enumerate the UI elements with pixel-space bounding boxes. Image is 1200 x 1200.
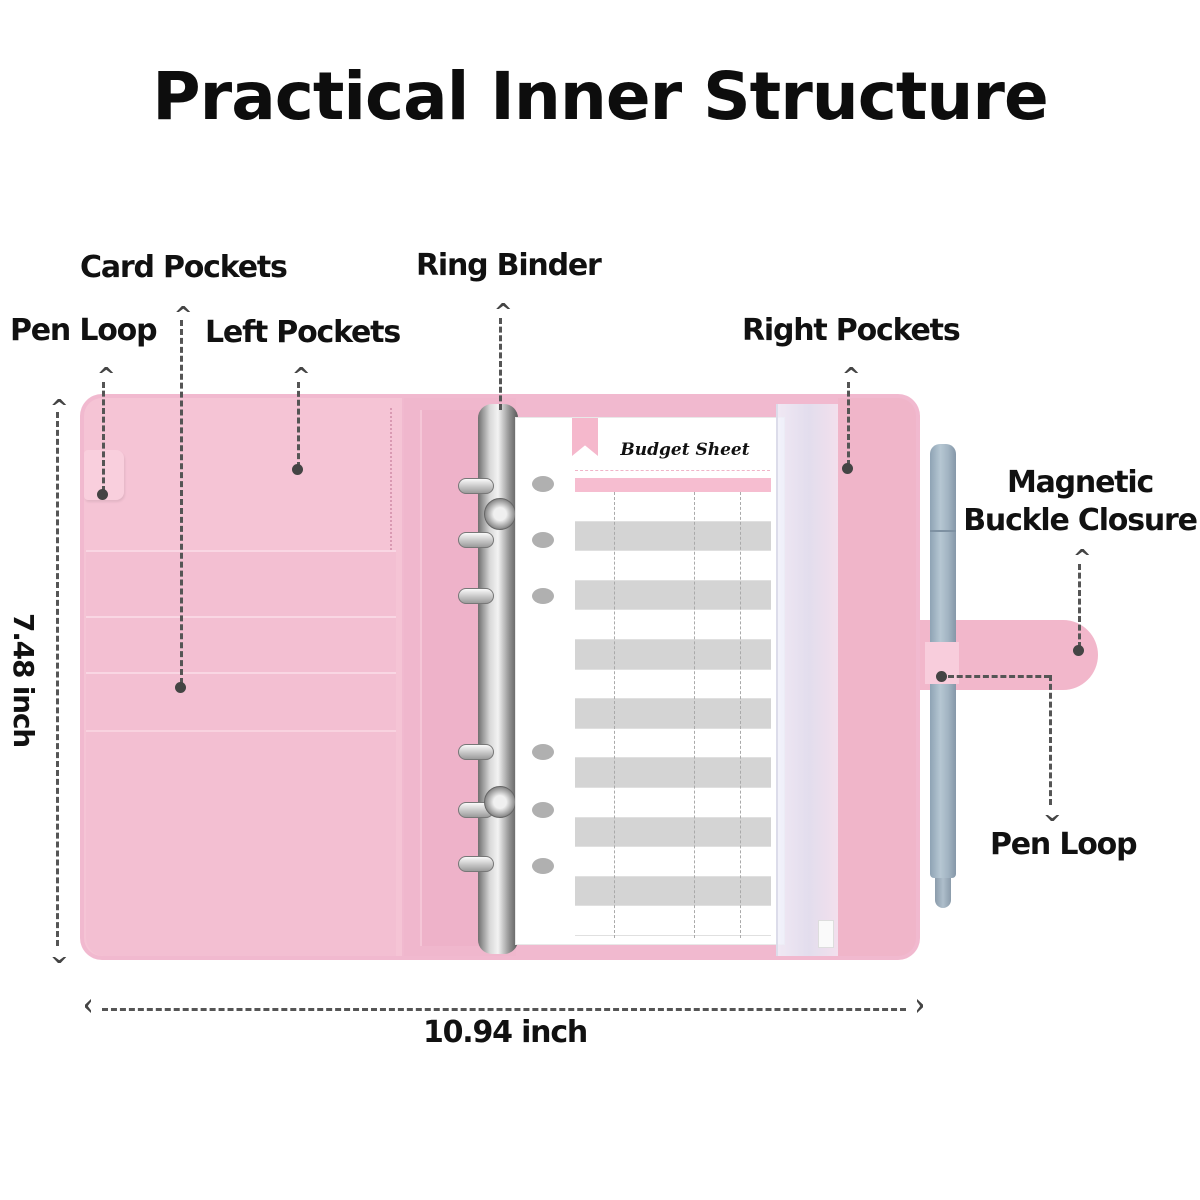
table-row (575, 876, 771, 907)
column-divider (740, 492, 741, 938)
arrow-up-icon: ^ (494, 300, 513, 325)
arrow-up-icon: ^ (842, 364, 861, 389)
arrow-up-icon: ^ (1073, 546, 1092, 571)
label-pen-loop-right: Pen Loop (990, 827, 1138, 862)
sheet-subheader (575, 470, 770, 477)
table-row (575, 639, 771, 670)
right-panel (838, 398, 916, 956)
page-title: Practical Inner Structure (152, 58, 1048, 135)
punch-hole (532, 588, 554, 604)
table-row (575, 610, 771, 640)
zipper-pull[interactable] (818, 920, 834, 948)
table-row (575, 699, 771, 729)
callout-line (180, 320, 183, 684)
pen-tip (935, 878, 951, 908)
column-divider (694, 492, 695, 938)
punch-hole (532, 858, 554, 874)
ring-2 (458, 532, 494, 548)
label-right-pockets: Right Pockets (742, 313, 961, 348)
ring-1 (458, 478, 494, 494)
table-row (575, 521, 771, 552)
callout-line (1049, 675, 1052, 805)
pen-cap-band (930, 530, 956, 532)
label-ring-binder: Ring Binder (416, 248, 602, 283)
arrow-up-icon: ^ (97, 364, 116, 389)
arrow-left-icon: ^ (82, 996, 108, 1016)
callout-line (948, 675, 1050, 678)
label-left-pockets: Left Pockets (205, 315, 401, 350)
large-pocket (86, 730, 396, 956)
table-row (575, 817, 771, 848)
callout-line (499, 318, 502, 410)
table-row (575, 670, 771, 700)
callout-dot (1073, 645, 1084, 656)
table-row (575, 729, 771, 759)
callout-dot (292, 464, 303, 475)
punch-hole (532, 532, 554, 548)
table-row (575, 758, 771, 788)
ring-clasp-top[interactable] (484, 498, 516, 530)
arrow-up-icon: ^ (292, 364, 311, 389)
column-divider (614, 492, 615, 938)
ring-6 (458, 856, 494, 872)
table-row (575, 580, 771, 611)
callout-dot (842, 463, 853, 474)
punch-hole (532, 476, 554, 492)
callout-dot (936, 671, 947, 682)
callout-line (297, 382, 300, 468)
sheet-title: Budget Sheet (620, 440, 750, 460)
height-dimension-line (56, 412, 59, 946)
label-magnetic-line1: Magnetic (1006, 465, 1154, 500)
callout-line (102, 382, 105, 492)
budget-table (575, 478, 771, 938)
table-header (575, 478, 771, 492)
card-pocket-1 (86, 550, 396, 618)
callout-line (847, 382, 850, 466)
punch-hole (532, 802, 554, 818)
arrow-up-icon: ^ (174, 303, 193, 328)
ring-4 (458, 744, 494, 760)
table-row (575, 492, 771, 522)
ring-3 (458, 588, 494, 604)
table-row (575, 551, 771, 581)
arrow-right-icon: ^ (901, 996, 927, 1016)
punch-hole (532, 744, 554, 760)
ring-clasp-bottom[interactable] (484, 786, 516, 818)
label-magnetic-line2: Buckle Closure (963, 503, 1198, 538)
card-pocket-2 (86, 616, 396, 674)
height-dimension: 7.48 inch (7, 612, 41, 748)
budget-sheet (516, 418, 784, 944)
arrow-down-icon: ^ (1043, 799, 1062, 824)
width-dimension: 10.94 inch (422, 1015, 588, 1050)
table-row (575, 906, 771, 936)
callout-line (1078, 564, 1081, 648)
arrow-up-icon: ^ (50, 396, 69, 421)
callout-dot (175, 682, 186, 693)
zipper-pocket (776, 404, 840, 956)
table-row (575, 788, 771, 818)
arrow-down-icon: ^ (50, 941, 69, 966)
label-pen-loop-left: Pen Loop (10, 313, 158, 348)
callout-dot (97, 489, 108, 500)
table-row (575, 847, 771, 877)
width-dimension-line (102, 1008, 906, 1011)
label-card-pockets: Card Pockets (80, 250, 288, 285)
